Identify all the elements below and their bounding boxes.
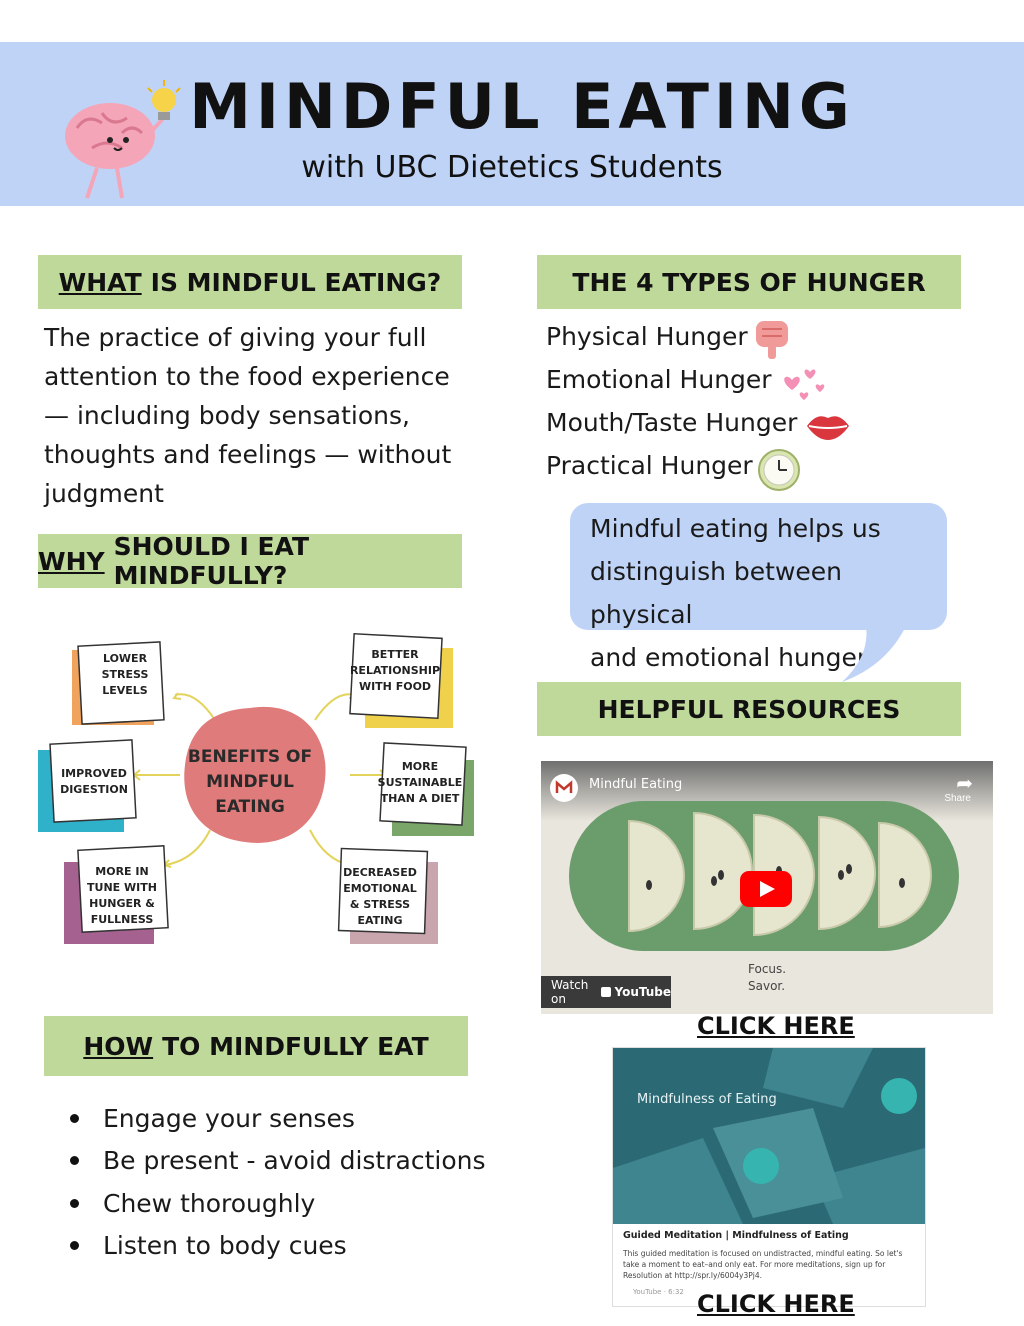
video-caption: Focus. Savor. <box>748 962 787 993</box>
hunger-type-emotional: Emotional Hunger <box>546 365 772 394</box>
hunger-heading: THE 4 TYPES OF HUNGER <box>537 255 961 309</box>
why-heading-emph: WHY <box>38 546 105 576</box>
bubble-line: distinguish between physical <box>590 557 843 629</box>
watch-on-youtube-button[interactable]: Watch on YouTube <box>541 976 671 1008</box>
video-thumbnail[interactable]: Mindful Eating ➦ Share Focus. Savor. Wat… <box>541 761 993 1014</box>
center-label-line: EATING <box>215 797 285 817</box>
what-body: The practice of giving your full attenti… <box>44 318 464 513</box>
intestine-icon <box>756 321 788 359</box>
what-body-line: judgment <box>44 479 164 508</box>
bubble-line: Mindful eating helps us <box>590 514 881 543</box>
bubble-tail <box>842 626 906 682</box>
resources-heading: HELPFUL RESOURCES <box>537 682 961 736</box>
list-item: Listen to body cues <box>70 1225 486 1268</box>
what-heading-rest: IS MINDFUL EATING? <box>150 267 442 297</box>
svg-text:SUSTAINABLE: SUSTAINABLE <box>378 776 463 789</box>
why-heading: WHY SHOULD I EAT MINDFULLY? <box>38 532 462 590</box>
meditation-description: This guided meditation is focused on und… <box>623 1249 903 1280</box>
clock-icon <box>758 449 800 491</box>
how-heading-rest: TO MINDFULLY EAT <box>162 1031 429 1061</box>
meditation-caption: Guided Meditation | Mindfulness of Eatin… <box>623 1230 849 1241</box>
hunger-type-mouth: Mouth/Taste Hunger <box>546 408 798 437</box>
benefit-note: MORE IN TUNE WITH HUNGER & FULLNESS <box>64 845 169 944</box>
svg-text:THAN A DIET: THAN A DIET <box>381 792 460 805</box>
svg-text:TUNE WITH: TUNE WITH <box>87 881 157 894</box>
video-title: Mindful Eating <box>589 777 683 792</box>
youtube-logo-icon <box>601 987 612 997</box>
svg-text:DECREASED: DECREASED <box>343 866 417 879</box>
svg-text:RELATIONSHIP: RELATIONSHIP <box>350 664 440 677</box>
hunger-speech-bubble: Mindful eating helps us distinguish betw… <box>570 503 947 672</box>
meditation-thumbnail: Mindfulness of Eating <box>613 1048 925 1224</box>
share-icon[interactable]: ➦ <box>956 773 973 795</box>
channel-logo-icon <box>550 774 578 802</box>
svg-text:MORE: MORE <box>402 760 438 773</box>
svg-text:DIGESTION: DIGESTION <box>60 783 128 796</box>
center-label-line: MINDFUL <box>206 772 294 792</box>
play-button-icon[interactable] <box>740 871 792 907</box>
meditation-thumb-title: Mindfulness of Eating <box>637 1092 777 1107</box>
lips-icon <box>807 416 849 440</box>
center-label-line: BENEFITS OF <box>188 747 312 767</box>
benefit-note: MORE SUSTAINABLE THAN A DIET <box>378 742 474 836</box>
what-heading-emph: WHAT <box>58 267 142 297</box>
page-title: MINDFUL EATING <box>189 70 855 143</box>
what-body-line: — including body sensations, <box>44 401 410 430</box>
hearts-icon <box>784 369 825 400</box>
svg-text:EATING: EATING <box>357 914 402 927</box>
svg-text:& STRESS: & STRESS <box>350 898 410 911</box>
svg-text:HUNGER &: HUNGER & <box>89 897 155 910</box>
svg-text:LOWER: LOWER <box>103 652 148 665</box>
list-item: Be present - avoid distractions <box>70 1140 486 1183</box>
brain-mascot-icon <box>65 80 181 199</box>
meditation-meta: YouTube · 6:32 <box>633 1288 684 1296</box>
hunger-type-practical: Practical Hunger <box>546 451 753 480</box>
how-heading-emph: HOW <box>83 1031 154 1061</box>
bubble-line: and emotional hunger <box>590 643 868 672</box>
what-heading: WHAT IS MINDFUL EATING? <box>38 255 462 309</box>
svg-text:BETTER: BETTER <box>371 648 419 661</box>
benefit-note: BETTER RELATIONSHIP WITH FOOD <box>349 632 453 728</box>
resources-heading-text: HELPFUL RESOURCES <box>597 694 901 724</box>
click-here-link-video[interactable]: CLICK HERE <box>697 1012 855 1040</box>
why-heading-rest: SHOULD I EAT MINDFULLY? <box>113 532 310 590</box>
what-body-line: attention to the food experience <box>44 362 450 391</box>
benefit-note: LOWER STRESS LEVELS <box>72 641 165 725</box>
svg-text:MORE IN: MORE IN <box>95 865 148 878</box>
svg-text:FULLNESS: FULLNESS <box>91 913 154 926</box>
benefits-center-blob <box>184 706 326 843</box>
svg-text:EMOTIONAL: EMOTIONAL <box>343 882 417 895</box>
what-body-line: thoughts and feelings — without <box>44 440 452 469</box>
share-label: Share <box>944 793 971 804</box>
how-list: Engage your senses Be present - avoid di… <box>70 1097 486 1267</box>
list-item: Engage your senses <box>70 1097 486 1140</box>
meditation-card[interactable]: Mindfulness of Eating Guided Meditation … <box>612 1047 926 1307</box>
how-heading: HOW TO MINDFULLY EAT <box>44 1016 468 1076</box>
list-item: Chew thoroughly <box>70 1182 486 1225</box>
click-here-link-meditation[interactable]: CLICK HERE <box>697 1290 855 1318</box>
svg-text:IMPROVED: IMPROVED <box>61 767 127 780</box>
what-body-line: The practice of giving your full <box>44 323 427 352</box>
benefit-note: IMPROVED DIGESTION <box>38 739 137 832</box>
svg-text:WITH FOOD: WITH FOOD <box>359 680 431 693</box>
hunger-type-physical: Physical Hunger <box>546 322 748 351</box>
benefits-diagram: BENEFITS OF MINDFUL EATING LOWER STRESS … <box>38 632 474 944</box>
svg-text:STRESS: STRESS <box>102 668 149 681</box>
header-banner <box>0 42 1024 206</box>
hunger-heading-text: THE 4 TYPES OF HUNGER <box>572 267 926 297</box>
svg-text:LEVELS: LEVELS <box>102 684 148 697</box>
benefit-note: DECREASED EMOTIONAL & STRESS EATING <box>337 847 438 944</box>
page-subtitle: with UBC Dietetics Students <box>301 150 723 185</box>
